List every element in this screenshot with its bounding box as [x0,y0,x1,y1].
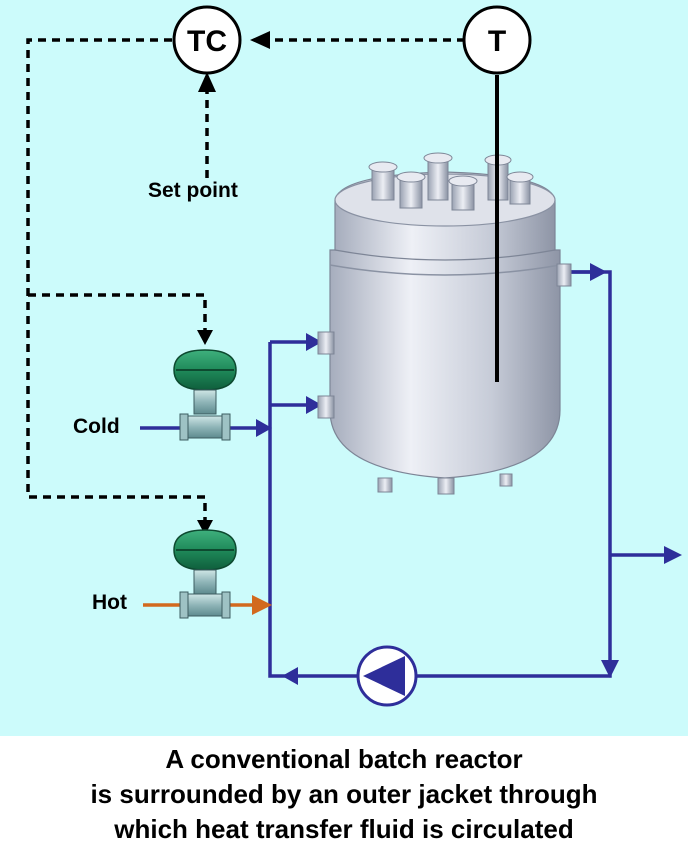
arrow-to-cold-valve [197,330,213,345]
flow-arrowheads [256,263,682,685]
arrow-setpoint-to-tc [198,72,216,92]
arrow-to-hot-valve [197,520,213,535]
arrow-t-to-tc [250,31,270,49]
reactor-vessel [317,152,572,495]
caption-line-2: is surrounded by an outer jacket through [90,779,598,809]
arrow-jacket-outlet [590,263,607,281]
arrow-jacket-inlet-lower [306,396,322,414]
cold-label: Cold [73,415,120,438]
hot-control-valve [173,529,237,619]
top-nozzles [368,152,534,211]
caption-line-1: A conventional batch reactor [165,744,523,774]
hot-label: Hot [92,591,127,614]
control-signal-lines [26,38,465,522]
temperature-transmitter: T [462,5,532,75]
arrow-hot-in [252,595,272,615]
tc-label: TC [187,25,227,58]
tc-controller: TC [172,5,242,75]
arrow-cold-in [256,419,272,437]
figure-caption: A conventional batch reactor is surround… [0,742,688,847]
set-point-label: Set point [148,179,238,202]
bottom-nozzles [377,473,513,495]
side-nozzles [317,263,572,419]
arrow-return-down [601,660,619,678]
t-label: T [488,25,506,58]
process-diagram: TC T Set point Cold Hot [26,5,682,707]
arrow-purge-out [664,546,682,564]
cold-control-valve [173,349,237,441]
signal-arrowheads [197,31,270,535]
arrow-jacket-inlet-upper [306,333,322,351]
pump-icon [363,656,405,696]
circulation-pump [356,645,418,707]
arrow-return-left [282,667,298,685]
caption-line-3: which heat transfer fluid is circulated [114,814,574,844]
